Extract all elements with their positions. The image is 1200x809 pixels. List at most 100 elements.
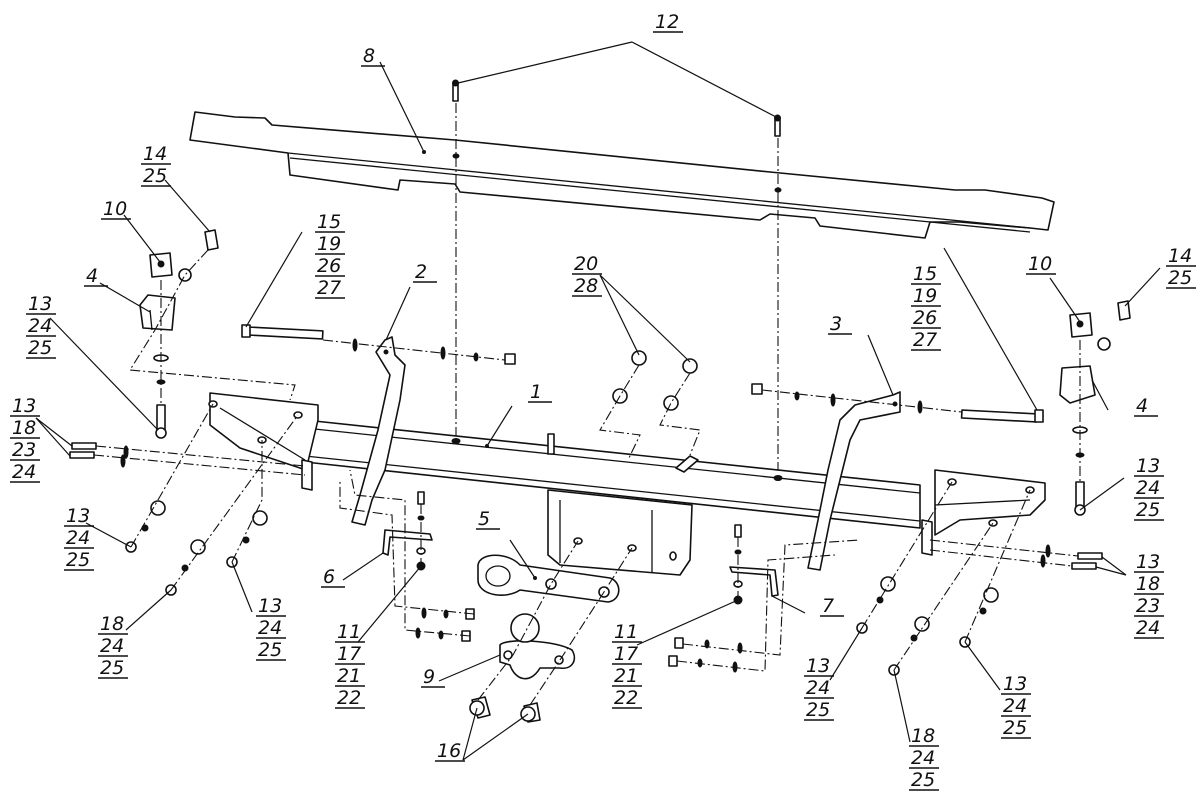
callout-number: 18 — [1136, 573, 1160, 595]
axis-line — [231, 440, 263, 563]
callout-c1: 1 — [528, 381, 552, 403]
callout-labels: 1234456789101012132425131823241324251324… — [10, 11, 1196, 791]
rivet-pair — [452, 79, 781, 137]
callout-number: 13 — [12, 395, 36, 417]
callout-number: 25 — [1136, 499, 1160, 521]
callout-c7: 7 — [820, 595, 844, 617]
callout-number: 24 — [1136, 477, 1160, 499]
left-lower-fasteners — [125, 500, 268, 596]
axis-line — [599, 364, 641, 461]
callout-number: 23 — [1136, 595, 1160, 617]
callout-number: 25 — [1003, 717, 1027, 739]
callout-number: 22 — [337, 687, 361, 709]
callout-number: 13 — [66, 505, 90, 527]
tow-ball — [499, 613, 576, 680]
axis-line — [170, 414, 299, 591]
callout-number: 24 — [66, 527, 90, 549]
callout-number: 25 — [258, 639, 282, 661]
axis-line — [349, 469, 471, 637]
callout-number: 25 — [28, 337, 52, 359]
callout-c16: 16 — [435, 740, 465, 762]
callout-number: 23 — [12, 439, 36, 461]
hitch-housing — [547, 489, 693, 576]
left-harness-clip — [382, 491, 475, 642]
callout-number: 13 — [258, 595, 282, 617]
callout-c9: 9 — [421, 666, 445, 688]
callout-number: 24 — [1136, 617, 1160, 639]
callout-number: 4 — [1136, 395, 1148, 417]
right-lower-fasteners — [856, 576, 999, 676]
callout-number: 25 — [1168, 267, 1192, 289]
callout-number: 15 — [913, 263, 937, 285]
axis-line — [929, 549, 1073, 567]
left-long-bolt — [241, 324, 516, 365]
callout-number: 21 — [614, 665, 638, 687]
right-horizontal-bolts — [1040, 544, 1103, 570]
left-side-bracket — [351, 336, 406, 526]
leader-lines — [35, 41, 1161, 761]
callout-number: 25 — [911, 769, 935, 791]
callout-number: 28 — [574, 275, 598, 297]
callout-number: 14 — [143, 143, 167, 165]
callout-number: 17 — [614, 643, 638, 665]
callout-number: 24 — [28, 315, 52, 337]
callout-number: 26 — [913, 307, 937, 329]
callout-c5: 5 — [476, 508, 500, 530]
axis-line — [659, 372, 701, 456]
callout-number: 13 — [1136, 455, 1160, 477]
callout-number: 25 — [806, 699, 830, 721]
callout-number: 26 — [317, 255, 341, 277]
callout-number: 24 — [806, 677, 830, 699]
callout-number: 4 — [86, 265, 98, 287]
callout-c4r: 4 — [1134, 395, 1158, 417]
callout-number: 18 — [12, 417, 36, 439]
axis-line — [893, 522, 994, 671]
socket-plate — [477, 554, 620, 603]
axis-line — [477, 540, 579, 701]
callout-number: 27 — [317, 277, 341, 299]
right-long-bolt — [751, 383, 1044, 423]
axis-line — [129, 249, 296, 401]
callout-number: 3 — [830, 313, 842, 335]
callout-c2: 2 — [413, 261, 437, 283]
callout-number: 13 — [1136, 551, 1160, 573]
callout-number: 6 — [323, 566, 335, 588]
callout-number: 25 — [66, 549, 90, 571]
axis-line — [861, 481, 953, 629]
callout-number: 24 — [1003, 695, 1027, 717]
axis-line — [682, 539, 861, 656]
callout-c8: 8 — [361, 45, 385, 67]
callout-number: 7 — [822, 595, 834, 617]
callout-number: 1 — [530, 381, 542, 403]
callout-number: 13 — [28, 293, 52, 315]
axis-line — [322, 339, 506, 361]
callout-number: 12 — [655, 11, 679, 33]
axis-line — [761, 389, 963, 413]
callout-c4l: 4 — [84, 265, 108, 287]
callout-number: 16 — [437, 740, 461, 762]
callout-number: 11 — [337, 621, 361, 643]
callout-number: 25 — [143, 165, 167, 187]
callout-number: 24 — [12, 461, 36, 483]
callout-number: 10 — [103, 198, 127, 220]
callout-number: 19 — [317, 233, 341, 255]
callout-number: 13 — [806, 655, 830, 677]
callout-number: 9 — [423, 666, 435, 688]
ball-mount-bolts — [469, 696, 541, 723]
